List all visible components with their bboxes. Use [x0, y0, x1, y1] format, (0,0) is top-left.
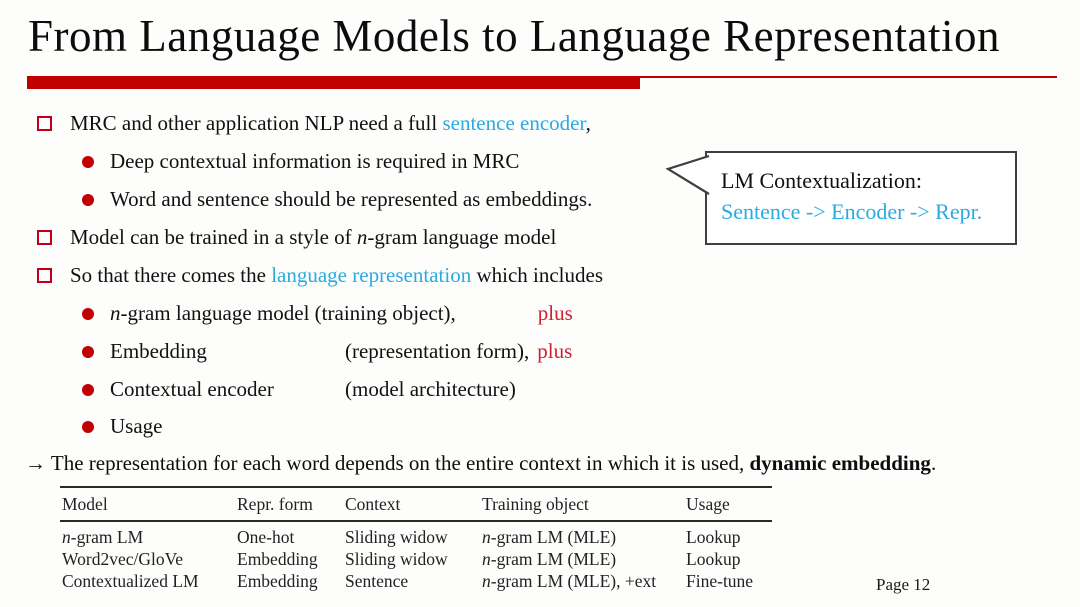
- cell-context: Sliding widow: [345, 549, 448, 569]
- bullet-word-sentence: Word and sentence should be represented …: [0, 186, 720, 216]
- bullet-text-pre: So that there comes the: [70, 263, 272, 287]
- takeaway-bold: dynamic embedding: [749, 451, 931, 475]
- bullet-text-post: which includes: [471, 263, 604, 287]
- cell-repr-form: One-hot: [237, 527, 295, 547]
- col-header-training-object: Training object: [482, 494, 589, 514]
- cell-model: Contextualized LM: [62, 570, 199, 592]
- bullet-text: Embedding (representation form), plus: [110, 338, 572, 365]
- bullet-text: Deep contextual information is required …: [110, 149, 520, 173]
- bullet-mrc: MRC and other application NLP need a ful…: [0, 110, 720, 140]
- cell-text: -gram LM (MLE): [490, 527, 617, 547]
- cell-repr-form: Embedding: [237, 571, 318, 591]
- bullet-text: MRC and other application NLP need a ful…: [70, 110, 591, 137]
- bullet-text: Contextual encoder (model architecture): [110, 376, 516, 403]
- col-header-context: Context: [345, 494, 401, 514]
- bullet-language-representation: So that there comes the language represe…: [0, 262, 720, 292]
- cell-text: Contextualized LM: [62, 571, 199, 591]
- slide-title: From Language Models to Language Represe…: [28, 11, 1000, 61]
- bullet-deep-contextual: Deep contextual information is required …: [0, 148, 720, 178]
- bullet-text-italic-n: n: [110, 301, 121, 325]
- cell-italic-n: n: [482, 549, 491, 569]
- bullet-text-paren: (model architecture): [345, 377, 516, 401]
- cell-text: -gram LM: [70, 527, 144, 547]
- table-header-row: Model Repr. form Context Training object…: [60, 493, 772, 515]
- cell-training-object: n-gram LM (MLE), +ext: [482, 570, 656, 592]
- bullet-embedding: Embedding (representation form), plus: [0, 338, 720, 368]
- title-underline-thick: [27, 76, 640, 89]
- cell-text: -gram LM (MLE): [490, 549, 617, 569]
- bullet-text-post: -gram language model: [367, 225, 557, 249]
- bullet-text: So that there comes the language represe…: [70, 262, 603, 289]
- cell-model: n-gram LM: [62, 526, 143, 548]
- bullet-text: Word and sentence should be represented …: [110, 187, 593, 211]
- bullet-contextual-encoder: Contextual encoder (model architecture): [0, 376, 720, 406]
- bullet-text-label: Embedding: [110, 339, 207, 363]
- cell-training-object: n-gram LM (MLE): [482, 548, 616, 570]
- bullet-model-trained: Model can be trained in a style of n-gra…: [0, 224, 720, 254]
- bullet-text-paren: (representation form),: [345, 339, 530, 363]
- callout-line2: Sentence -> Encoder -> Repr.: [721, 199, 983, 224]
- bullet-text-highlight: sentence encoder: [442, 111, 586, 135]
- bullet-usage: Usage: [0, 413, 720, 443]
- takeaway-text: The representation for each word depends…: [50, 451, 750, 475]
- callout-tail-icon: [665, 154, 710, 195]
- bullet-text-highlight: language representation: [271, 263, 472, 287]
- bullet-ngram-training: n-gram language model (training object),…: [0, 300, 720, 330]
- circle-bullet-icon: [82, 384, 94, 396]
- col-header-usage: Usage: [686, 494, 730, 514]
- bullet-text: Usage: [110, 414, 163, 438]
- table-mid-rule: [60, 520, 772, 522]
- col-header-repr-form: Repr. form: [237, 494, 313, 514]
- bullet-text: Model can be trained in a style of n-gra…: [70, 224, 556, 251]
- plus-label: plus: [537, 301, 573, 325]
- bullet-text-italic-n: n: [356, 225, 368, 249]
- takeaway-period: .: [930, 451, 937, 475]
- cell-text: -gram LM (MLE), +ext: [490, 571, 657, 591]
- circle-bullet-icon: [82, 308, 94, 320]
- circle-bullet-icon: [82, 421, 94, 433]
- callout-box: LM Contextualization: Sentence -> Encode…: [705, 151, 1017, 245]
- table-row: n-gram LM One-hot Sliding widow n-gram L…: [60, 526, 772, 548]
- cell-repr-form: Embedding: [237, 549, 318, 569]
- arrow-icon: →: [25, 451, 51, 475]
- square-bullet-icon: [37, 268, 52, 283]
- bullet-text-pre: MRC and other application NLP need a ful…: [70, 111, 443, 135]
- col-header-model: Model: [62, 494, 108, 514]
- cell-model: Word2vec/GloVe: [62, 548, 183, 570]
- square-bullet-icon: [37, 116, 52, 131]
- cell-italic-n: n: [62, 527, 71, 547]
- cell-italic-n: n: [482, 571, 491, 591]
- cell-italic-n: n: [482, 527, 491, 547]
- cell-text: Word2vec/GloVe: [62, 549, 184, 569]
- cell-training-object: n-gram LM (MLE): [482, 526, 616, 548]
- cell-context: Sliding widow: [345, 527, 448, 547]
- table-row: Contextualized LM Embedding Sentence n-g…: [60, 570, 772, 592]
- table-row: Word2vec/GloVe Embedding Sliding widow n…: [60, 548, 772, 570]
- cell-context: Sentence: [345, 571, 409, 591]
- circle-bullet-icon: [82, 346, 94, 358]
- callout-line1: LM Contextualization:: [721, 168, 923, 193]
- page-number: Page 12: [876, 575, 931, 594]
- cell-usage: Lookup: [686, 527, 741, 547]
- cell-usage: Lookup: [686, 549, 741, 569]
- bullet-text: n-gram language model (training object),…: [110, 300, 573, 327]
- circle-bullet-icon: [82, 194, 94, 206]
- square-bullet-icon: [37, 230, 52, 245]
- bullet-text-label: Contextual encoder: [110, 377, 274, 401]
- cell-usage: Fine-tune: [686, 571, 754, 591]
- bullet-text-post: ,: [585, 111, 591, 135]
- bullet-text-main: -gram language model (training object),: [120, 301, 456, 325]
- circle-bullet-icon: [82, 156, 94, 168]
- table-top-rule: [60, 486, 772, 488]
- takeaway-line: → The representation for each word depen…: [25, 450, 1070, 476]
- bullet-text-pre: Model can be trained in a style of: [70, 225, 357, 249]
- plus-label: plus: [537, 339, 573, 363]
